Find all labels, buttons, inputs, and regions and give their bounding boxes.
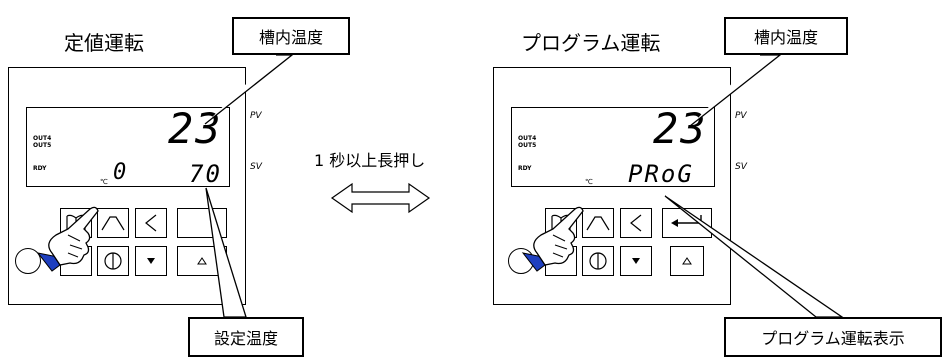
right-indicator-rdy: RDY <box>518 165 532 172</box>
left-callout-pv: 槽内温度 <box>232 17 350 55</box>
right-title: プログラム運転 <box>521 31 661 55</box>
right-lcd-display: OUT4 OUT5 RDY 23 PV ℃ PRoG SV <box>511 104 747 188</box>
right-pv-leader <box>689 54 782 127</box>
right-indicator-out5: OUT5 <box>518 142 537 149</box>
left-sv-leader <box>205 187 247 318</box>
right-callout-prog: プログラム運転表示 <box>724 317 942 357</box>
left-arrow-icon <box>630 214 642 232</box>
left-power-button[interactable] <box>97 246 129 276</box>
left-lcd-display: OUT4 OUT5 RDY 23 PV 0 ℃ 70 SV <box>26 104 262 188</box>
left-round-button[interactable] <box>15 248 41 274</box>
left-sv-label: SV <box>250 162 262 172</box>
power-icon <box>589 252 607 270</box>
left-pv-label: PV <box>250 111 262 121</box>
left-arrow-icon <box>145 214 157 232</box>
right-down-button[interactable] <box>620 246 652 276</box>
left-pv-leader <box>204 54 294 125</box>
left-callout-sv: 設定温度 <box>188 317 304 357</box>
left-enter-button[interactable] <box>177 208 227 238</box>
right-sv-value: PRoG <box>628 160 694 188</box>
long-press-label: 1 秒以上長押し <box>314 151 426 170</box>
up-triangle-icon <box>197 257 207 265</box>
up-triangle-icon <box>682 257 692 265</box>
down-triangle-icon <box>147 258 155 264</box>
double-arrow-icon <box>330 182 431 214</box>
right-prog-leader <box>664 195 845 318</box>
left-sv-value: 70 <box>189 160 222 188</box>
right-pv-label: PV <box>735 111 747 121</box>
right-callout-pv: 槽内温度 <box>724 17 848 55</box>
left-pv-value: 23 <box>168 104 223 153</box>
left-sub-value: 0 <box>113 160 129 185</box>
left-unit: ℃ <box>100 178 108 186</box>
left-left-button[interactable] <box>135 208 167 238</box>
right-sv-label: SV <box>735 162 747 172</box>
right-up-button[interactable] <box>670 246 704 276</box>
power-icon <box>104 252 122 270</box>
pointing-hand-icon <box>521 206 584 272</box>
right-ramp-button[interactable] <box>582 208 614 238</box>
right-pv-value: 23 <box>653 104 708 153</box>
left-indicator-rdy: RDY <box>33 165 47 172</box>
left-title: 定値運転 <box>64 31 144 55</box>
down-triangle-icon <box>632 258 640 264</box>
left-down-button[interactable] <box>135 246 167 276</box>
right-controller-panel: OUT4 OUT5 RDY 23 PV ℃ PRoG SV <box>493 67 747 305</box>
right-left-button[interactable] <box>620 208 652 238</box>
right-power-button[interactable] <box>582 246 614 276</box>
ramp-icon <box>101 216 125 231</box>
left-ramp-button[interactable] <box>97 208 129 238</box>
left-indicator-out4: OUT4 <box>33 135 52 142</box>
right-indicator-out4: OUT4 <box>518 135 537 142</box>
left-indicator-out5: OUT5 <box>33 142 52 149</box>
pointing-hand-icon <box>36 206 99 272</box>
right-unit: ℃ <box>585 178 593 186</box>
ramp-icon <box>586 216 610 231</box>
